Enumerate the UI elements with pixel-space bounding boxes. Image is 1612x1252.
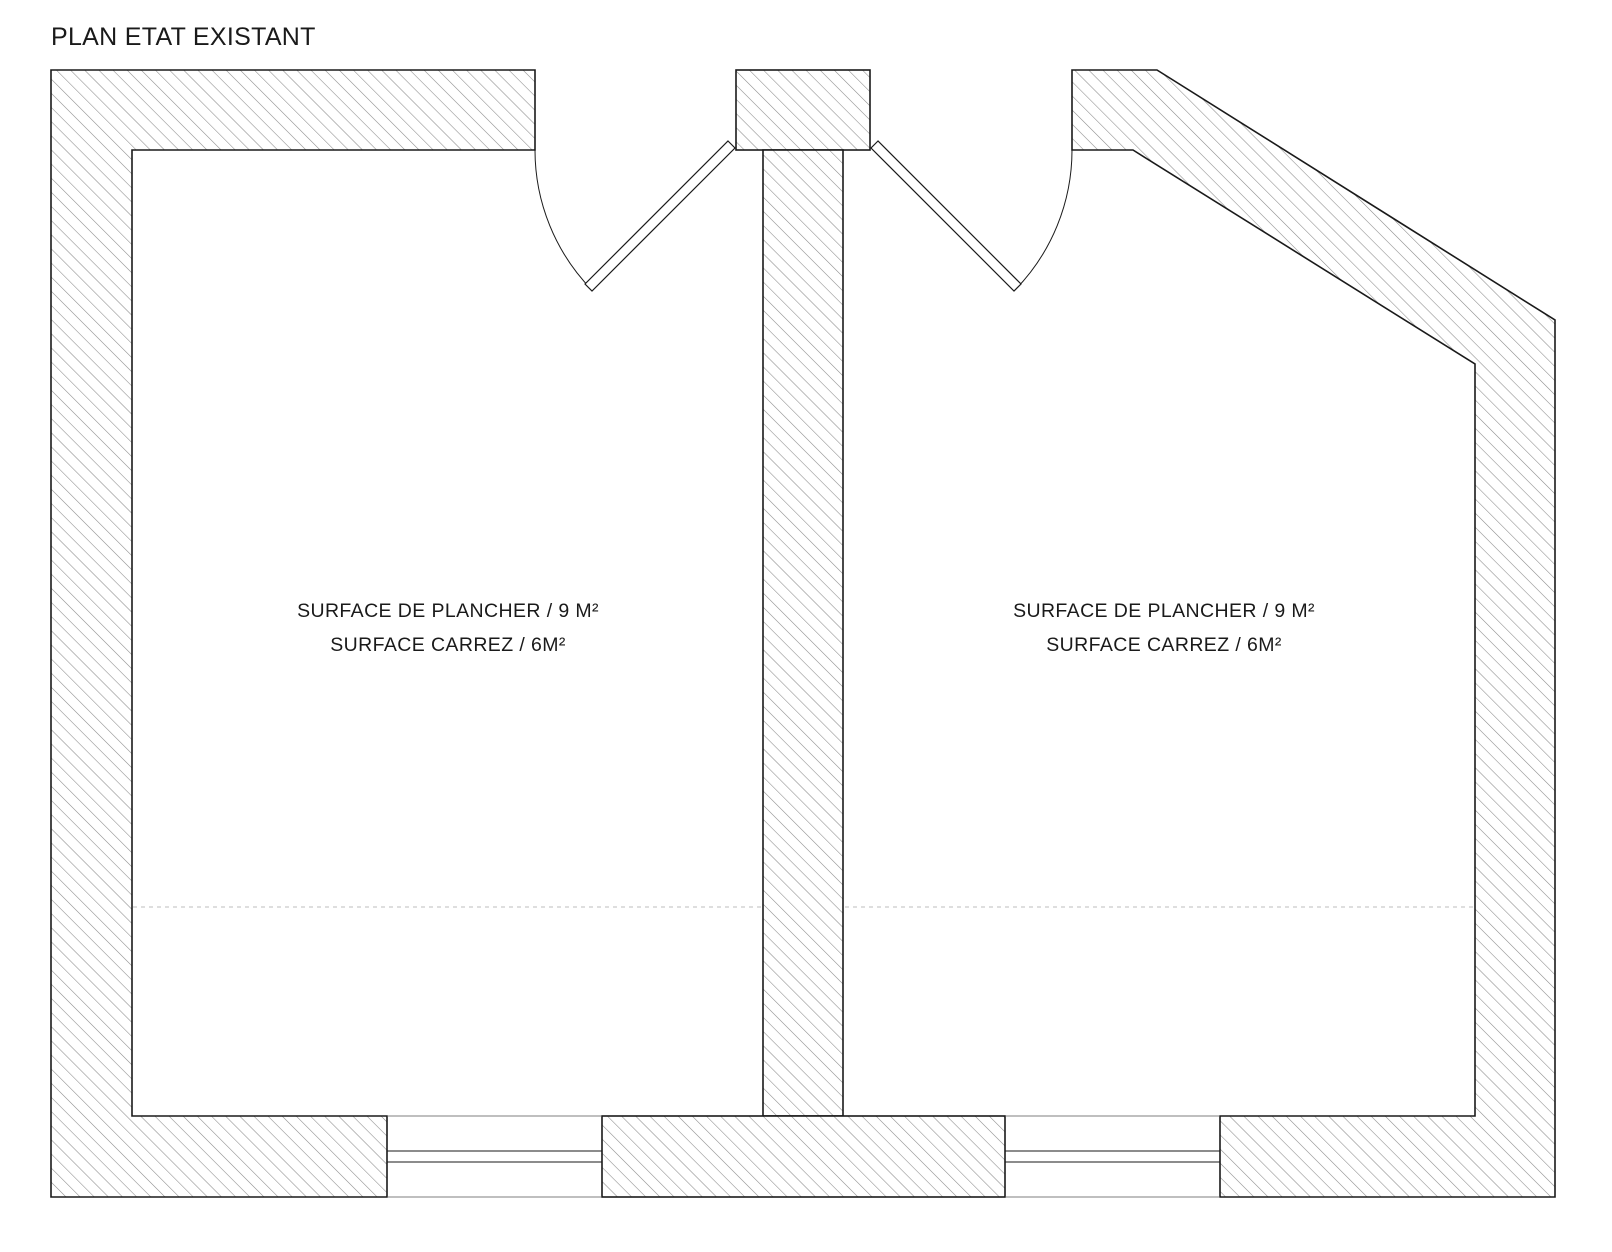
door-swing-right	[1014, 149, 1073, 291]
room-left-surface-plancher: SURFACE DE PLANCHER / 9 M²	[297, 600, 599, 622]
window-right	[1005, 1115, 1220, 1198]
wall-bottom-pier	[601, 1115, 1006, 1198]
wall-left-outer	[50, 69, 536, 1198]
room-right-surface-carrez: SURFACE CARREZ / 6M²	[1046, 634, 1282, 656]
room-right-surface-plancher: SURFACE DE PLANCHER / 9 M²	[1013, 600, 1315, 622]
wall-central-partition	[762, 149, 844, 1117]
door-swing-left	[534, 149, 593, 291]
wall-top-pier	[735, 69, 871, 151]
room-left-surface-carrez: SURFACE CARREZ / 6M²	[330, 634, 566, 656]
door-leaf-left	[584, 140, 736, 292]
plan-title: PLAN ETAT EXISTANT	[51, 23, 316, 51]
door-leaf-right	[870, 140, 1022, 292]
window-left	[387, 1115, 602, 1198]
